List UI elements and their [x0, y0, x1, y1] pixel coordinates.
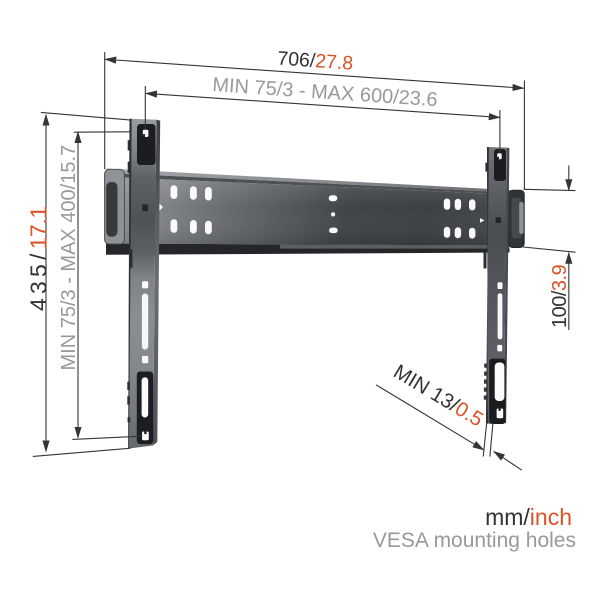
svg-text:MIN 75/3 - MAX 400/15.7: MIN 75/3 - MAX 400/15.7: [58, 145, 80, 371]
svg-text:435/17.1: 435/17.1: [26, 206, 52, 311]
svg-text:706/27.8: 706/27.8: [277, 48, 354, 75]
svg-text:VESA mounting holes: VESA mounting holes: [373, 529, 576, 552]
svg-text:mm/inch: mm/inch: [485, 504, 572, 530]
svg-text:100/3.9: 100/3.9: [549, 264, 571, 328]
